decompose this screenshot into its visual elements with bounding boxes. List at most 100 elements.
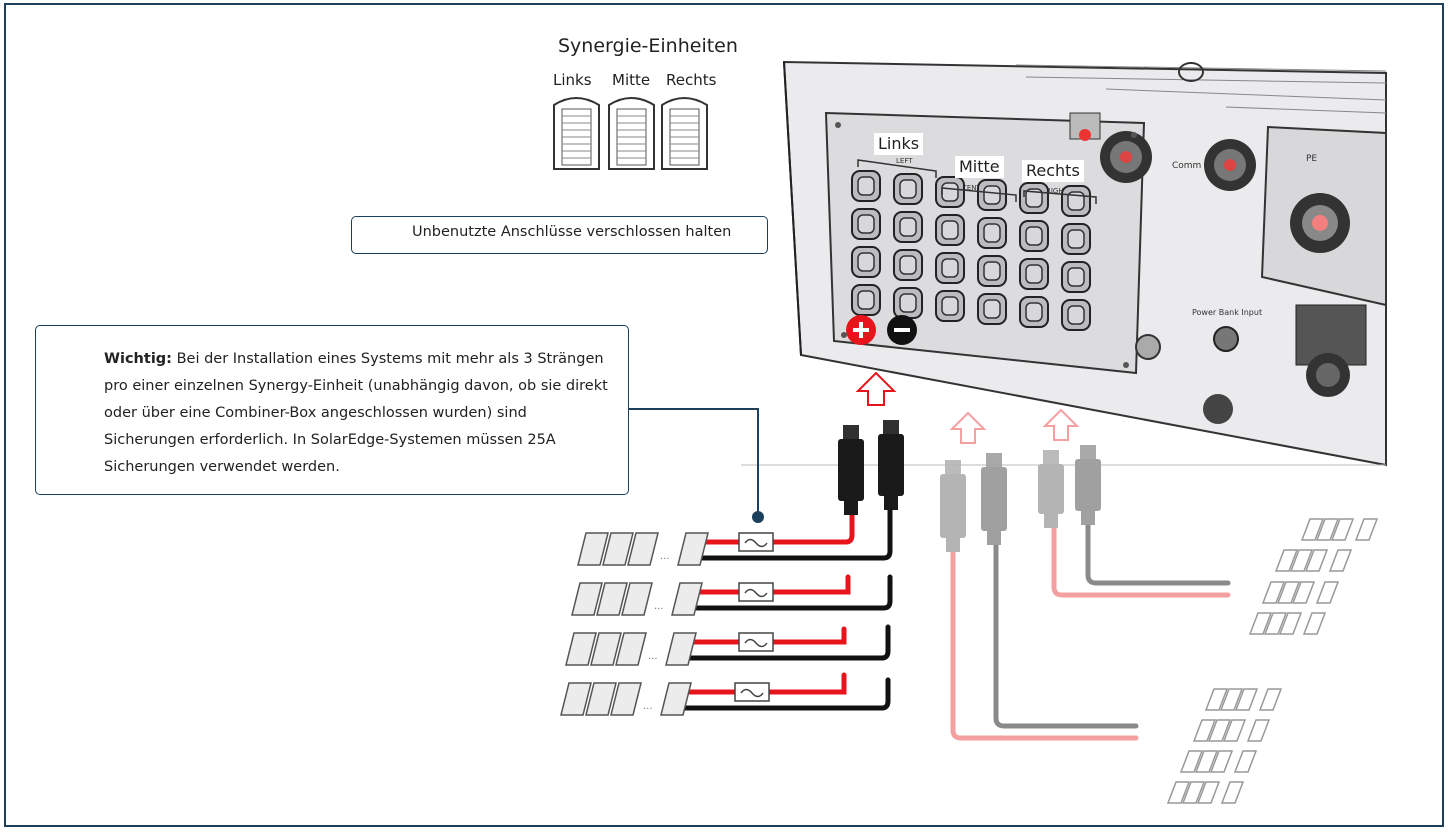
solar-panel-icon bbox=[1209, 750, 1234, 773]
mc4-connector bbox=[977, 255, 1007, 287]
solar-panel-icon bbox=[1302, 612, 1327, 635]
legend-unit-icons bbox=[553, 97, 708, 170]
mc4-connector bbox=[851, 170, 881, 202]
arrow-up-icon bbox=[1042, 408, 1080, 441]
solar-panel-icon bbox=[1289, 549, 1314, 572]
solar-panel-icon bbox=[1220, 781, 1245, 804]
svg-text:...: ... bbox=[648, 651, 658, 662]
solar-panel-icon bbox=[1304, 549, 1329, 572]
string-plug-array bbox=[838, 420, 1101, 552]
solar-panel-icon bbox=[1246, 719, 1271, 742]
legend-unit-center: Mitte bbox=[612, 71, 651, 89]
solar-panel-icon bbox=[1222, 719, 1247, 742]
svg-text:...: ... bbox=[643, 701, 653, 712]
solar-panel-icon bbox=[571, 582, 603, 616]
mc4-plug-minus bbox=[878, 420, 904, 510]
solar-panel-icon bbox=[1219, 688, 1244, 711]
mc4-plug-faded bbox=[981, 453, 1007, 545]
solar-panel-icon bbox=[585, 682, 617, 716]
mc4-connector bbox=[1019, 182, 1049, 214]
mc4-connector bbox=[851, 208, 881, 240]
mc4-plug-faded bbox=[940, 460, 966, 552]
solar-panel-icon bbox=[1354, 518, 1379, 541]
legend-title: Synergie-Einheiten bbox=[558, 35, 738, 57]
wiring-diagram: Comm PE Power Bank Input LEFT CENTER RIG… bbox=[44, 60, 1387, 804]
solar-panel-icon bbox=[1276, 581, 1301, 604]
solar-panel-icon bbox=[1233, 750, 1258, 773]
mc4-connector-array bbox=[851, 159, 1097, 331]
legend-unit-left: Links bbox=[553, 71, 592, 89]
svg-text:...: ... bbox=[660, 551, 670, 562]
svg-text:CENTER: CENTER bbox=[962, 184, 990, 192]
device-label-center: Mitte bbox=[955, 156, 1004, 178]
solar-panel-icon bbox=[1300, 518, 1325, 541]
mc4-connector bbox=[893, 249, 923, 281]
solar-panel-icon bbox=[1328, 549, 1353, 572]
solar-panel-icon bbox=[671, 582, 703, 616]
mc4-connector bbox=[1019, 258, 1049, 290]
mc4-connector bbox=[935, 214, 965, 246]
fuse-array bbox=[734, 532, 774, 702]
solar-panel-icon bbox=[1248, 612, 1273, 635]
solar-panel-icon bbox=[590, 632, 622, 666]
mc4-plug-plus bbox=[838, 425, 864, 515]
solar-panel-icon bbox=[560, 682, 592, 716]
solar-panel-icon bbox=[565, 632, 597, 666]
solar-panel-icon bbox=[1192, 719, 1217, 742]
mc4-connector bbox=[935, 176, 965, 208]
solar-panel-icon bbox=[1181, 781, 1206, 804]
legend-unit-right: Rechts bbox=[666, 71, 717, 89]
arrow-up-icon bbox=[949, 411, 987, 444]
mc4-connector bbox=[1061, 299, 1091, 331]
solar-panel-icon bbox=[1263, 612, 1288, 635]
mc4-connector bbox=[893, 173, 923, 205]
solar-panel-icon bbox=[1234, 688, 1259, 711]
mc4-connector bbox=[1061, 185, 1091, 217]
wires bbox=[627, 408, 1231, 741]
synergy-unit-icon bbox=[661, 97, 708, 170]
callout-important-bold: Wichtig: bbox=[104, 351, 172, 367]
minus-icon bbox=[887, 315, 917, 345]
synergy-unit-icon bbox=[553, 97, 600, 170]
solar-panel-icon bbox=[1207, 719, 1232, 742]
solar-panel-icon bbox=[677, 532, 709, 566]
solar-panel-icon bbox=[1278, 612, 1303, 635]
mc4-connector bbox=[935, 290, 965, 322]
mc4-connector bbox=[1061, 223, 1091, 255]
solar-panel-icon bbox=[1315, 518, 1340, 541]
callout-unused-ports-text: Unbenutzte Anschlüsse verschlossen halte… bbox=[412, 224, 732, 240]
mc4-connector bbox=[851, 284, 881, 316]
solar-panel-icon bbox=[1315, 581, 1340, 604]
callout-unused-ports: Unbenutzte Anschlüsse verschlossen halte… bbox=[351, 216, 768, 254]
solar-panel-icon bbox=[1166, 781, 1191, 804]
solar-panel-icon bbox=[665, 632, 697, 666]
callout-important: Wichtig: Bei der Installation eines Syst… bbox=[35, 325, 629, 495]
diagram-frame: Comm PE Power Bank Input LEFT CENTER RIG… bbox=[4, 3, 1444, 827]
svg-text:PE: PE bbox=[1306, 154, 1317, 164]
device-label-right: Rechts bbox=[1022, 160, 1084, 182]
solar-panel-icon bbox=[1258, 688, 1283, 711]
solar-panel-icon bbox=[1291, 581, 1316, 604]
solar-panel-icon bbox=[1179, 750, 1204, 773]
solar-panel-icon bbox=[596, 582, 628, 616]
mc4-connector bbox=[1019, 220, 1049, 252]
solar-panel-icon bbox=[615, 632, 647, 666]
svg-text:LEFT: LEFT bbox=[896, 157, 913, 165]
solar-panel-array: ............ bbox=[560, 518, 1379, 804]
synergy-unit-icon bbox=[608, 97, 655, 170]
mc4-connector bbox=[1019, 296, 1049, 328]
svg-text:Power Bank Input: Power Bank Input bbox=[1192, 308, 1262, 317]
mc4-connector bbox=[977, 217, 1007, 249]
callout-important-text: Bei der Installation eines Systems mit m… bbox=[104, 351, 608, 475]
mc4-connector bbox=[935, 252, 965, 284]
mc4-connector bbox=[977, 293, 1007, 325]
mc4-connector bbox=[851, 246, 881, 278]
plus-icon bbox=[846, 315, 876, 345]
solar-panel-icon bbox=[1274, 549, 1299, 572]
mc4-connector bbox=[893, 287, 923, 319]
solar-panel-icon bbox=[602, 532, 634, 566]
solar-panel-icon bbox=[1196, 781, 1221, 804]
arrow-up-icon bbox=[855, 371, 897, 406]
solar-panel-icon bbox=[1261, 581, 1286, 604]
solar-panel-icon bbox=[1330, 518, 1355, 541]
